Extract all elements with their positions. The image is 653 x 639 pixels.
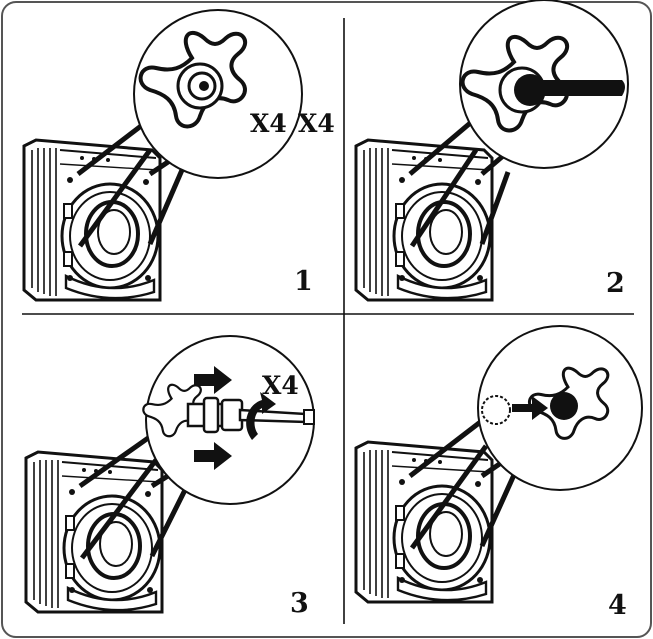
- count-label-3: X4: [262, 371, 299, 400]
- wrench-icon: [530, 80, 625, 96]
- transit-bolt-icon: [186, 396, 315, 434]
- step-number-4: 4: [608, 590, 627, 621]
- panel-3: X4 3: [24, 335, 315, 619]
- panel-4: 4: [354, 325, 643, 621]
- count-label-1b: X4: [298, 109, 335, 138]
- step-number-1: 1: [294, 266, 313, 297]
- hole-cap-icon: [550, 392, 578, 420]
- count-label-1a: X4: [250, 109, 287, 138]
- arrow-right-icon: [194, 442, 232, 470]
- bracket-1: [138, 30, 248, 129]
- panel-2: 2: [354, 0, 629, 302]
- plastic-cap-icon: [481, 395, 511, 425]
- step-number-3: 3: [290, 588, 309, 619]
- rotate-arrow-icon: [246, 392, 276, 440]
- arrow-right-icon: [512, 396, 548, 420]
- step-number-2: 2: [606, 268, 625, 299]
- arrow-right-icon: [194, 366, 232, 394]
- panel-1: X4 X4 1: [22, 9, 335, 302]
